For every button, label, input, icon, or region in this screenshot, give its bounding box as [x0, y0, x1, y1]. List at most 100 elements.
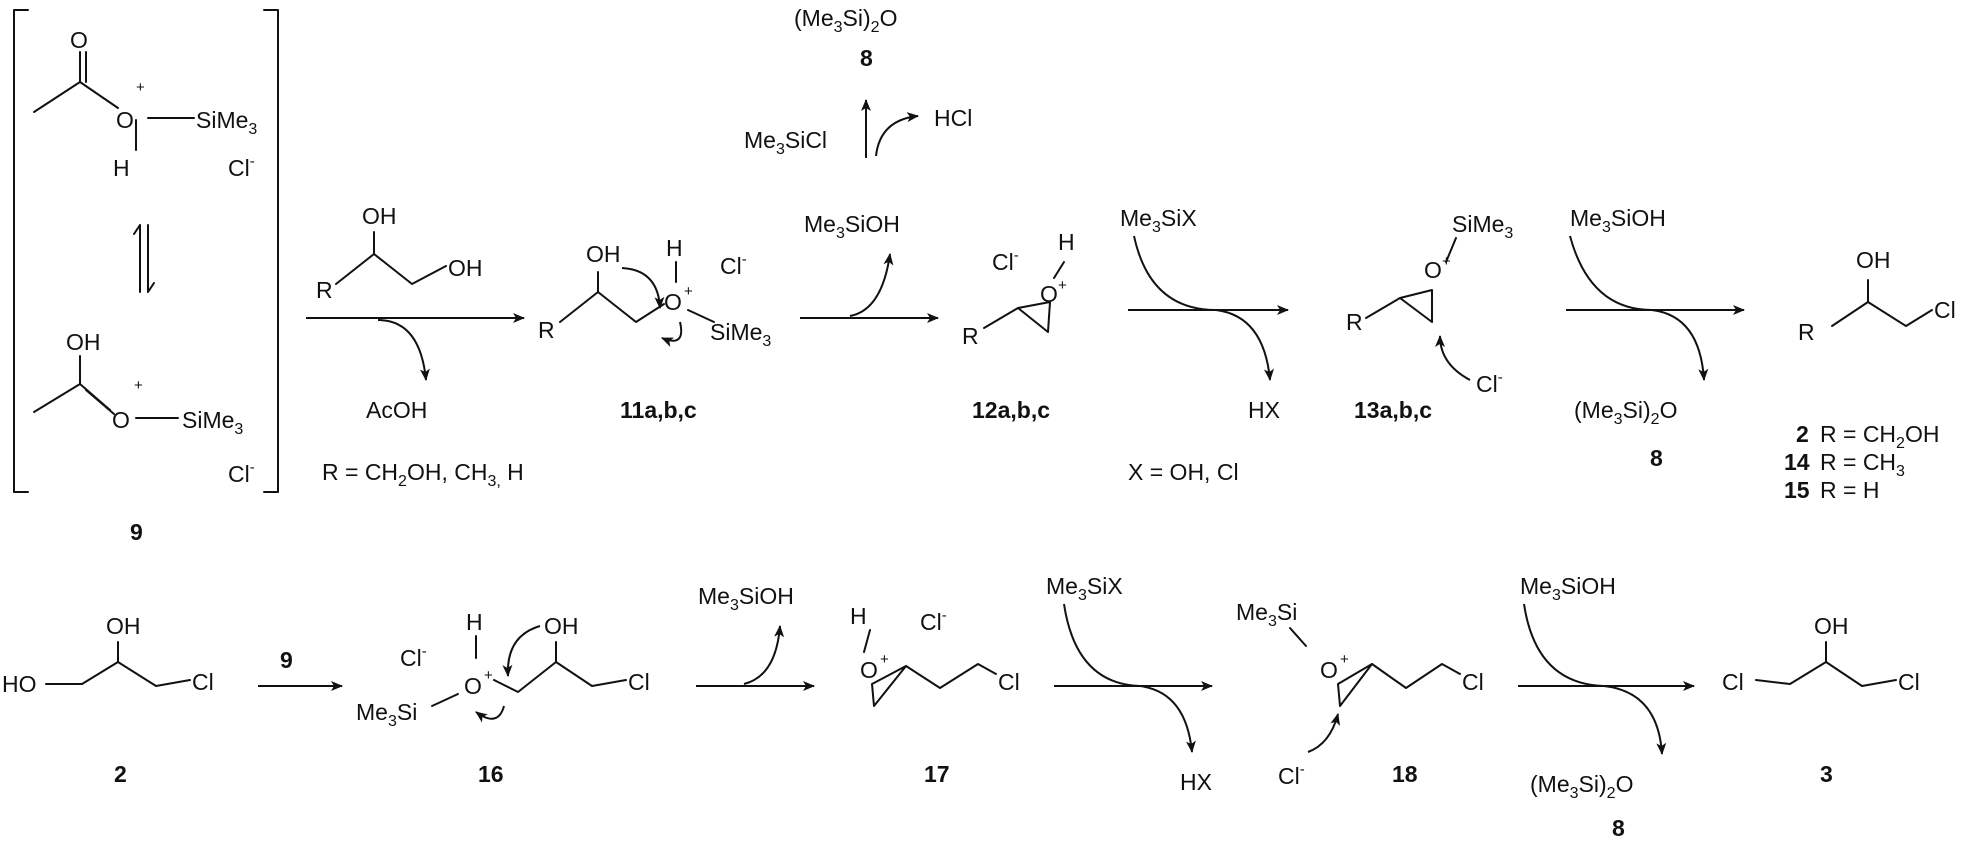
- compound-label-15: 15: [1784, 477, 1810, 503]
- atom-h: H: [113, 155, 130, 181]
- diol-reagent: OH OH R: [316, 203, 483, 303]
- atom-o: O: [70, 27, 88, 53]
- chloride-ion: Cl-: [1476, 369, 1503, 397]
- atom-h: H: [850, 603, 867, 629]
- r-equals-ch3: R = CH3: [1820, 449, 1905, 480]
- compound-label-17: 17: [924, 761, 950, 787]
- atom-o: O: [112, 407, 130, 433]
- hydroxyl-oh: OH: [586, 241, 621, 267]
- electron-push-arrow: [502, 625, 541, 677]
- structure-12: R O + H Cl-: [962, 229, 1075, 349]
- charge-plus: +: [484, 667, 493, 684]
- product-legend: 2 R = CH2OH 14 R = CH3 15 R = H: [1784, 421, 1939, 503]
- trimethylsilyl-group: SiMe3: [182, 407, 243, 438]
- byproduct-arrow-acoh: [377, 319, 430, 381]
- atom-o: O: [116, 107, 134, 133]
- trimethylsilyl-group: SiMe3: [1452, 211, 1513, 242]
- trimethylsilyl-group: SiMe3: [710, 319, 771, 350]
- substituent-r: R: [316, 277, 333, 303]
- structure-3: Cl OH Cl: [1722, 613, 1920, 695]
- atom-h: H: [466, 609, 483, 635]
- trimethylsilyl-group: Me3Si: [1236, 599, 1297, 630]
- structure-16: Cl- H O + Me3Si OH Cl: [356, 609, 650, 730]
- structure-9-oxonium: O O + H SiMe3 Cl-: [33, 27, 257, 181]
- atom-o: O: [1320, 657, 1338, 683]
- charge-plus: +: [1442, 253, 1451, 270]
- atom-h: H: [1058, 229, 1075, 255]
- electron-push-arrow: [621, 267, 665, 309]
- substituent-r: R: [1798, 319, 1815, 345]
- atom-cl: Cl: [1898, 669, 1920, 695]
- x-substituent-options: X = OH, Cl: [1128, 459, 1239, 485]
- r-equals-ch2oh: R = CH2OH: [1820, 421, 1939, 452]
- chloride-ion: Cl-: [228, 153, 255, 181]
- byproduct-hx: HX: [1248, 397, 1280, 423]
- charge-plus: +: [1058, 277, 1067, 294]
- bracket-9: [13, 9, 279, 493]
- reagent-me3sicl: Me3SiCl: [744, 127, 827, 158]
- compound-label-16: 16: [478, 761, 504, 787]
- equilibrium-arrows: [133, 224, 155, 293]
- byproduct-arrow-hx: [1133, 235, 1274, 381]
- electron-push-arrow: [475, 705, 505, 723]
- reagent-me3six: Me3SiX: [1046, 573, 1123, 604]
- r-substituent-options: R = CH2OH, CH3, H: [322, 459, 524, 490]
- chloride-ion: Cl-: [720, 251, 747, 279]
- reagent-me3six: Me3SiX: [1120, 205, 1197, 236]
- atom-o: O: [464, 673, 482, 699]
- electron-push-arrow: [661, 321, 683, 347]
- chlorohydrin-product: OH R Cl: [1798, 247, 1956, 345]
- compound-label-8: 8: [1612, 815, 1625, 841]
- byproduct-hx: HX: [1180, 769, 1212, 795]
- trimethylsilyl-group: SiMe3: [196, 107, 257, 138]
- byproduct-me3sioh: Me3SiOH: [698, 583, 794, 614]
- byproduct-arrow-me3sioh: [743, 625, 785, 685]
- substituent-r: R: [962, 323, 979, 349]
- structure-9-carbonyl: OH + O SiMe3 Cl-: [33, 329, 255, 487]
- nucleophile-arrow: [1307, 713, 1340, 753]
- compound-label-14: 14: [1784, 449, 1810, 475]
- compound-label-2: 2: [114, 761, 127, 787]
- compound-label-9: 9: [130, 519, 143, 545]
- charge-plus: +: [134, 377, 143, 394]
- compound-label-13: 13a,b,c: [1354, 397, 1432, 423]
- hydroxyl-oh: OH: [66, 329, 101, 355]
- compound-label-8: 8: [1650, 445, 1663, 471]
- structure-11: OH R H O + SiMe3 Cl-: [538, 235, 771, 350]
- compound-label-12: 12a,b,c: [972, 397, 1050, 423]
- charge-plus: +: [1340, 651, 1349, 668]
- atom-cl: Cl: [192, 669, 214, 695]
- chloride-ion: Cl-: [228, 459, 255, 487]
- atom-o: O: [664, 289, 682, 315]
- byproduct-arrow-hcl: [875, 112, 919, 157]
- substituent-r: R: [538, 317, 555, 343]
- substituent-r: R: [1346, 309, 1363, 335]
- charge-plus: +: [136, 79, 145, 96]
- atom-cl: Cl: [1462, 669, 1484, 695]
- byproduct-arrow-disiloxane: [1569, 235, 1709, 381]
- reagent-9: 9: [280, 647, 293, 673]
- atom-cl: Cl: [1722, 669, 1744, 695]
- hydroxyl-oh: OH: [1814, 613, 1849, 639]
- structure-18: Me3Si O + Cl Cl-: [1236, 599, 1484, 789]
- atom-h: H: [666, 235, 683, 261]
- chloride-ion: Cl-: [400, 643, 427, 671]
- chloride-ion: Cl-: [992, 247, 1019, 275]
- nucleophile-arrow: [1435, 335, 1471, 381]
- atom-o: O: [860, 657, 878, 683]
- trimethylsilyl-group: Me3Si: [356, 699, 417, 730]
- chloride-ion: Cl-: [920, 607, 947, 635]
- hydroxyl-oh: OH: [106, 613, 141, 639]
- hydroxyl-oh: OH: [544, 613, 579, 639]
- byproduct-arrow-hx: [1063, 603, 1196, 753]
- atom-cl: Cl: [1934, 297, 1956, 323]
- hydroxyl-ho: HO: [2, 671, 37, 697]
- atom-cl: Cl: [628, 669, 650, 695]
- compound-label-3: 3: [1820, 761, 1833, 787]
- atom-cl: Cl: [998, 669, 1020, 695]
- hexamethyldisiloxane: (Me3Si)2O: [794, 5, 897, 36]
- compound-label-2: 2: [1796, 421, 1809, 447]
- charge-plus: +: [880, 651, 889, 668]
- byproduct-arrow-disiloxane: [1523, 603, 1667, 755]
